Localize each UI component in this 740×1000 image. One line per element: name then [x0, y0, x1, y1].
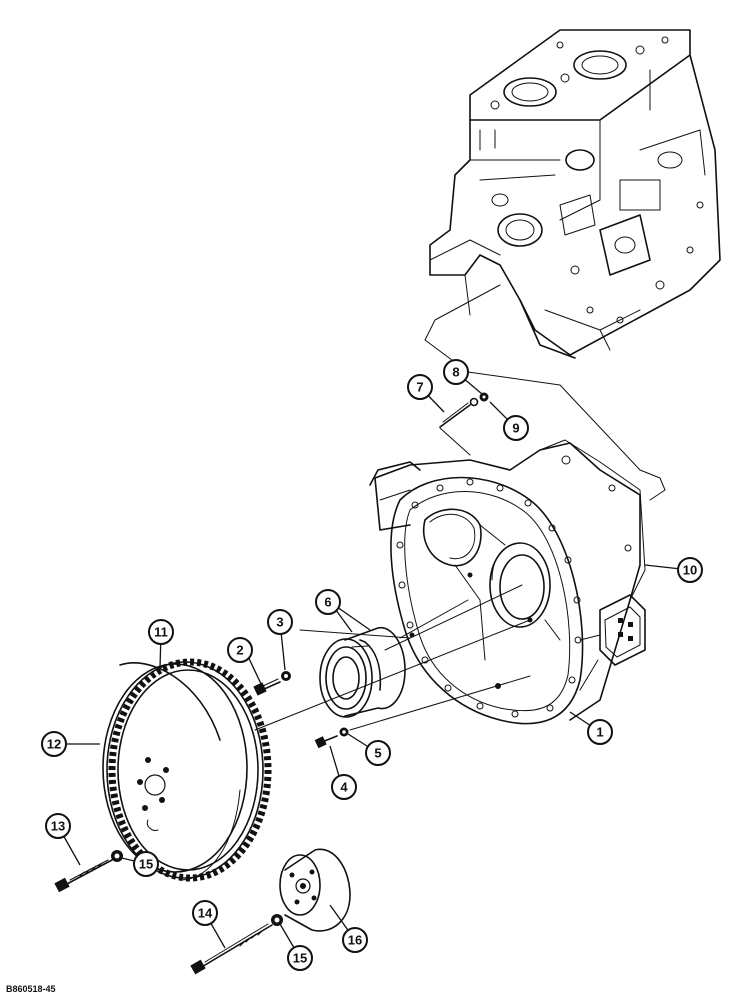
callout-15b-label: 15	[293, 951, 307, 966]
callout-5: 5	[365, 740, 391, 766]
callout-13-label: 13	[51, 819, 65, 834]
rear-seal-sleeve	[319, 627, 406, 718]
bolt-washer-lower	[314, 727, 349, 749]
callout-1-label: 1	[596, 725, 603, 740]
callout-13: 13	[45, 813, 71, 839]
alignment-line-bolt	[299, 629, 411, 639]
callout-11: 11	[148, 619, 174, 645]
callout-16-label: 16	[348, 933, 362, 948]
drawing-reference-number: B860518-45	[6, 984, 56, 994]
alignment-line-stud	[439, 427, 471, 456]
callout-6: 6	[315, 589, 341, 615]
callout-9: 9	[503, 415, 529, 441]
drive-adapter-hub	[279, 848, 351, 932]
callout-12: 12	[41, 731, 67, 757]
callout-11-label: 11	[154, 625, 168, 640]
alignment-line-flywheel	[254, 619, 531, 731]
callout-5-label: 5	[374, 746, 381, 761]
callout-14: 14	[192, 900, 218, 926]
callout-8: 8	[443, 359, 469, 385]
flywheel-bolt	[54, 850, 123, 893]
hub-bolt	[190, 914, 283, 975]
callout-15-hub-washer: 15	[287, 945, 313, 971]
callout-4-label: 4	[340, 780, 348, 795]
bolt-washer-upper	[253, 671, 291, 696]
callout-1: 1	[587, 719, 613, 745]
callout-2: 2	[227, 637, 253, 663]
stud-nut-washer	[439, 392, 489, 428]
callout-10: 10	[677, 557, 703, 583]
callout-15-flywheel-washer: 15	[133, 851, 159, 877]
alignment-line-lower-bolt	[349, 675, 531, 731]
callout-7-label: 7	[416, 380, 423, 395]
callout-15a-label: 15	[139, 857, 153, 872]
flywheel-housing	[369, 439, 646, 725]
callout-12-label: 12	[47, 737, 61, 752]
callout-4: 4	[331, 774, 357, 800]
flywheel	[102, 658, 272, 882]
callout-2-label: 2	[236, 643, 243, 658]
callout-8-label: 8	[452, 365, 459, 380]
callout-6-label: 6	[324, 595, 331, 610]
alignment-line-seal-upper	[399, 599, 469, 639]
engine-block	[429, 29, 721, 359]
alignment-line-block	[424, 284, 666, 501]
callout-3-label: 3	[276, 615, 283, 630]
callout-3: 3	[267, 609, 293, 635]
callout-9-label: 9	[512, 421, 519, 436]
callout-10-label: 10	[683, 563, 697, 578]
flange-bolt-holes	[396, 478, 582, 718]
alignment-line-seal-mid	[384, 584, 523, 651]
callout-14-label: 14	[198, 906, 213, 921]
callout-16: 16	[342, 927, 368, 953]
callout-7: 7	[407, 374, 433, 400]
